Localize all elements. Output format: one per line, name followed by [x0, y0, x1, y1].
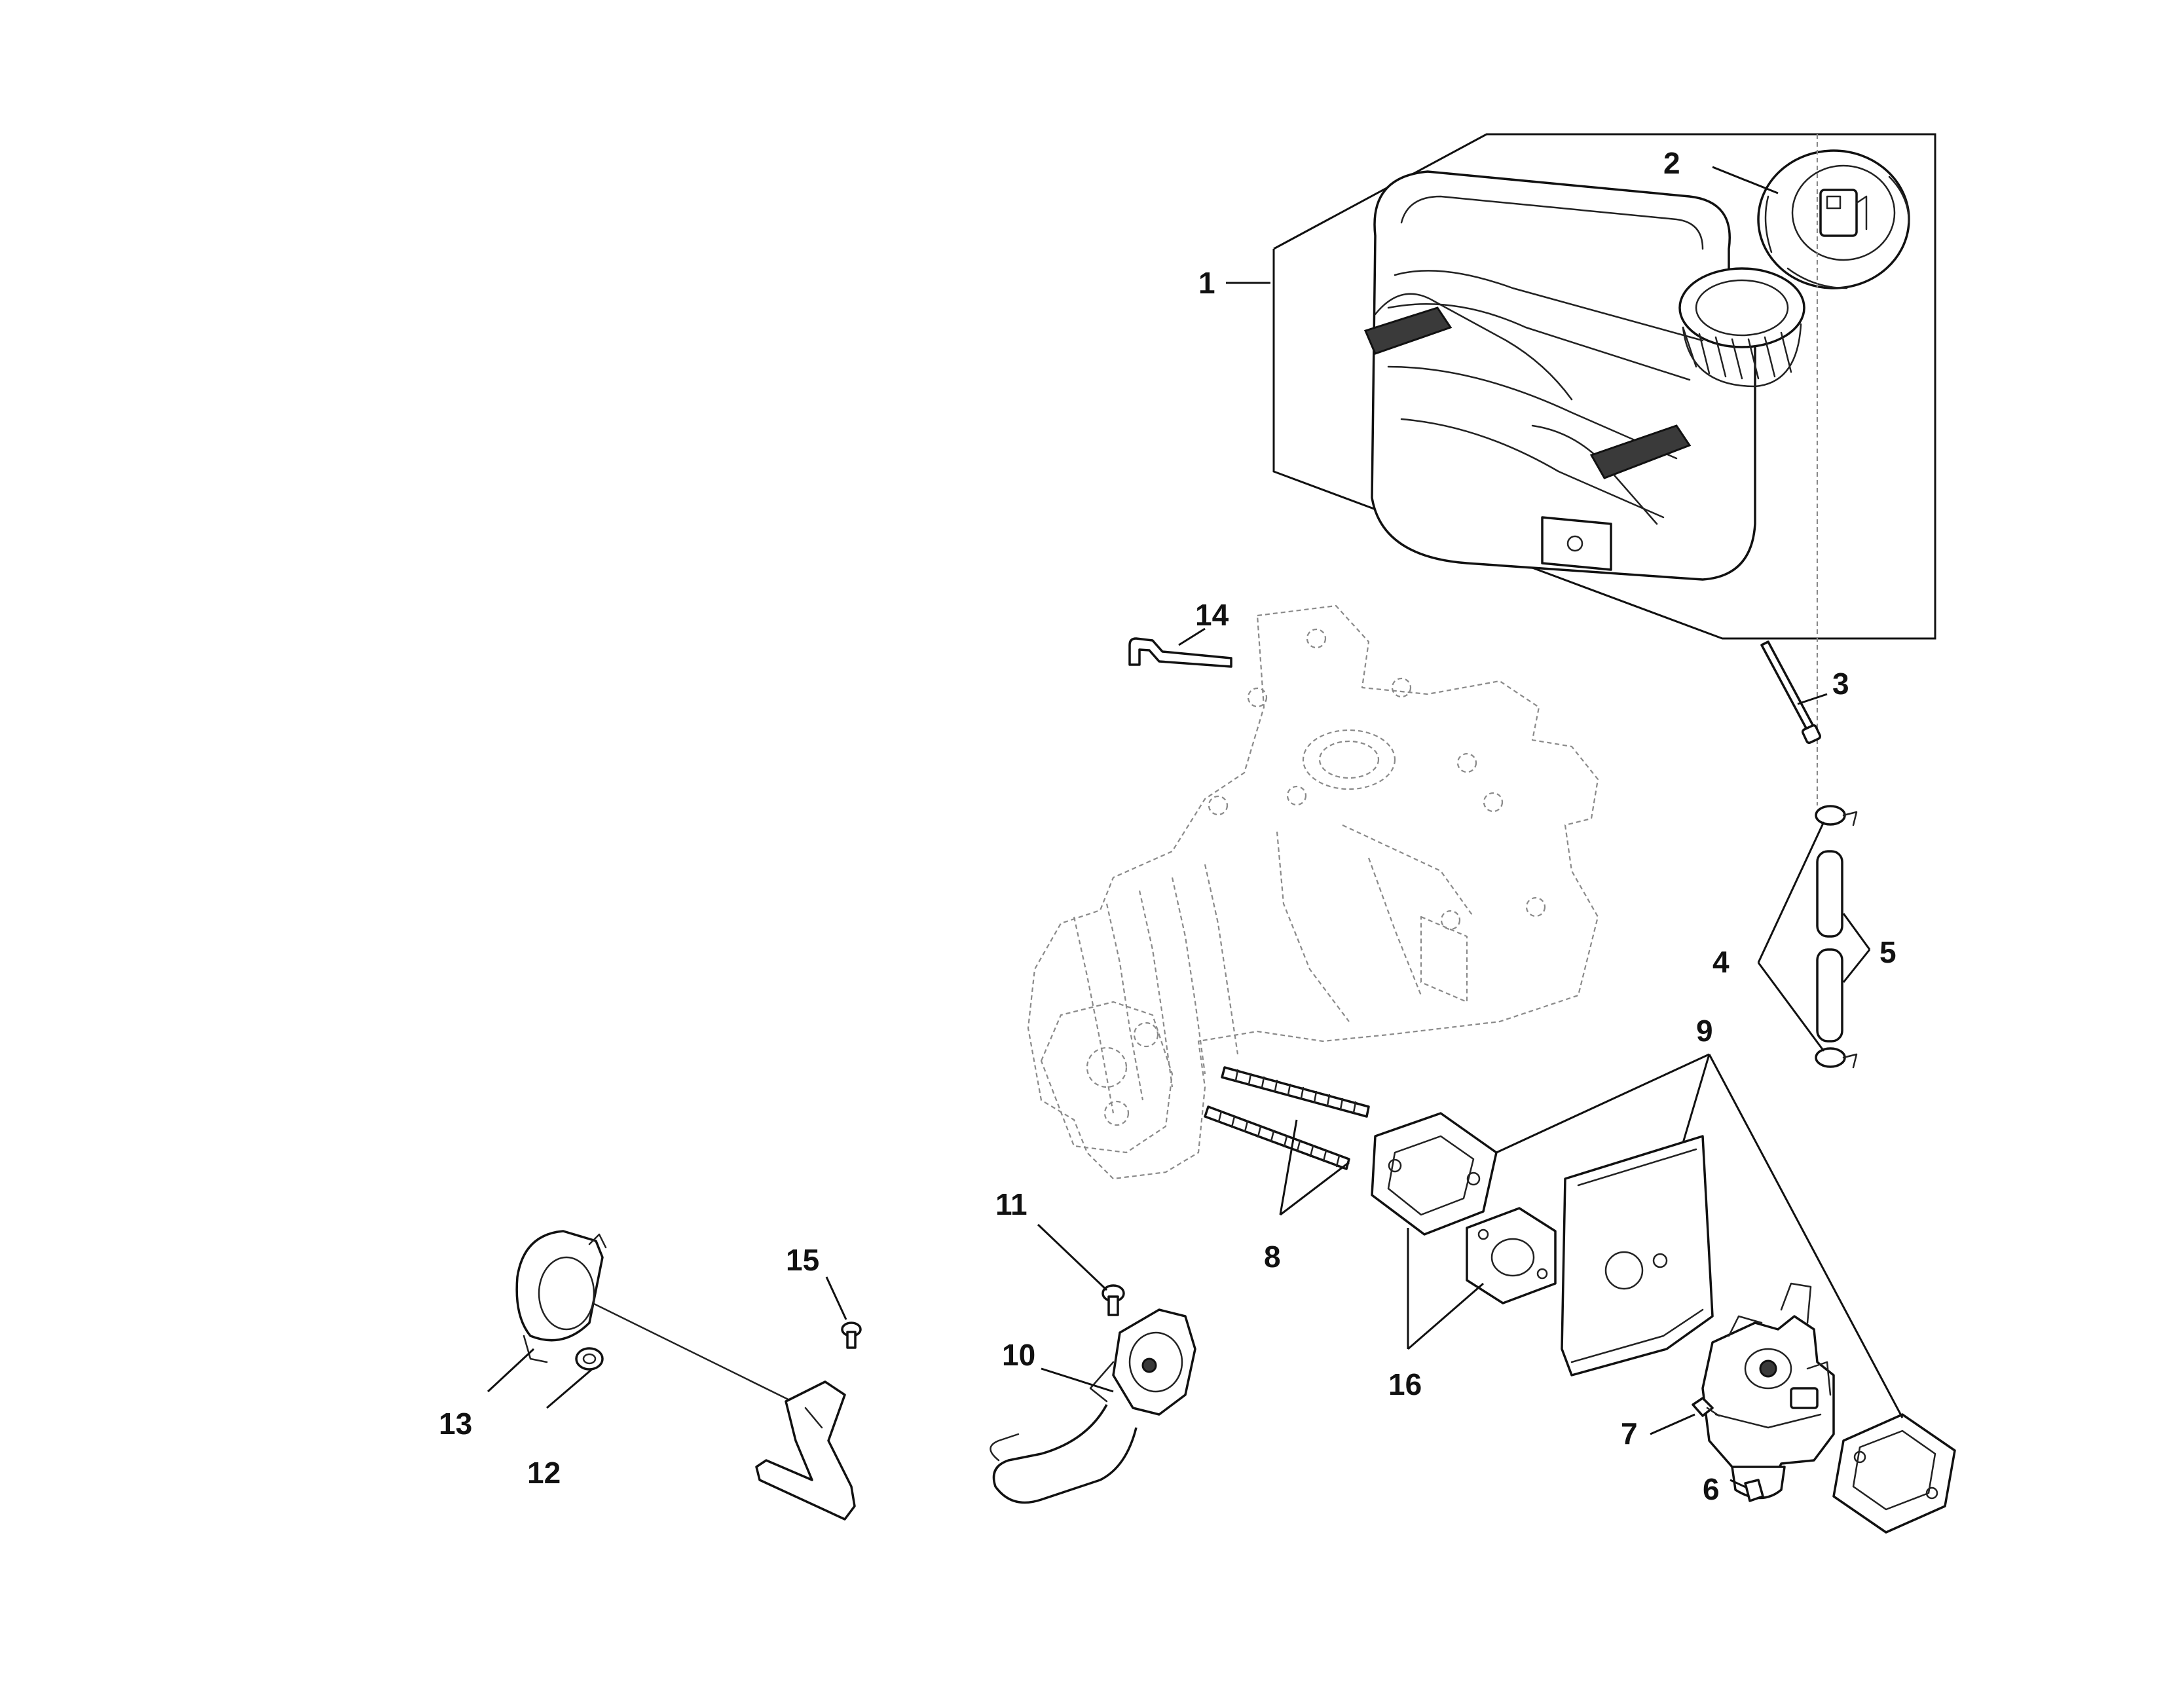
choke-bracket — [755, 1380, 856, 1521]
fuel-pump — [990, 1308, 1196, 1504]
callout-4: 4 — [1712, 945, 1730, 979]
choke-nut — [575, 1347, 604, 1371]
carburetor — [1701, 1282, 1835, 1500]
callout-16: 16 — [1388, 1367, 1422, 1401]
callout-1: 1 — [1198, 266, 1215, 300]
fuel-pump-screw — [1101, 1284, 1125, 1316]
fuel-strainer — [1760, 640, 1822, 745]
fuel-tank — [1363, 170, 1805, 581]
choke-actuator — [515, 1230, 807, 1409]
fuel-cap — [1757, 149, 1910, 289]
air-cleaner-gasket-plate — [1561, 1135, 1714, 1377]
intake-gasket — [1371, 1112, 1498, 1236]
callout-2: 2 — [1663, 146, 1680, 180]
carburetor-insulator — [1466, 1207, 1557, 1304]
callout-11: 11 — [995, 1187, 1027, 1221]
callout-10: 10 — [1002, 1338, 1035, 1372]
fuel-hose-assembly — [1815, 805, 1858, 1069]
callout-7: 7 — [1621, 1416, 1638, 1451]
engine-block-reference — [1027, 604, 1599, 1180]
fuel-tank-group-frame — [1272, 133, 1936, 640]
callout-13: 13 — [439, 1407, 472, 1441]
leader-lines — [487, 166, 1904, 1489]
callout-14: 14 — [1195, 598, 1229, 632]
carburetor-outer-gasket — [1832, 1413, 1956, 1534]
carburetor-drain-bolt — [1744, 1479, 1764, 1502]
callout-12: 12 — [527, 1456, 561, 1490]
callout-5: 5 — [1879, 935, 1897, 969]
callout-labels: 1 2 3 4 5 6 7 8 9 10 11 12 13 14 15 16 — [439, 146, 1897, 1506]
bracket-screw — [841, 1321, 862, 1349]
carburetor-studs — [1204, 1066, 1370, 1170]
breather-tube — [1128, 637, 1232, 668]
callout-9: 9 — [1696, 1014, 1713, 1048]
callout-3: 3 — [1832, 667, 1849, 701]
callout-15: 15 — [786, 1243, 819, 1277]
callout-8: 8 — [1264, 1240, 1281, 1274]
callout-6: 6 — [1703, 1472, 1720, 1506]
carburetor-screw — [1692, 1397, 1720, 1417]
